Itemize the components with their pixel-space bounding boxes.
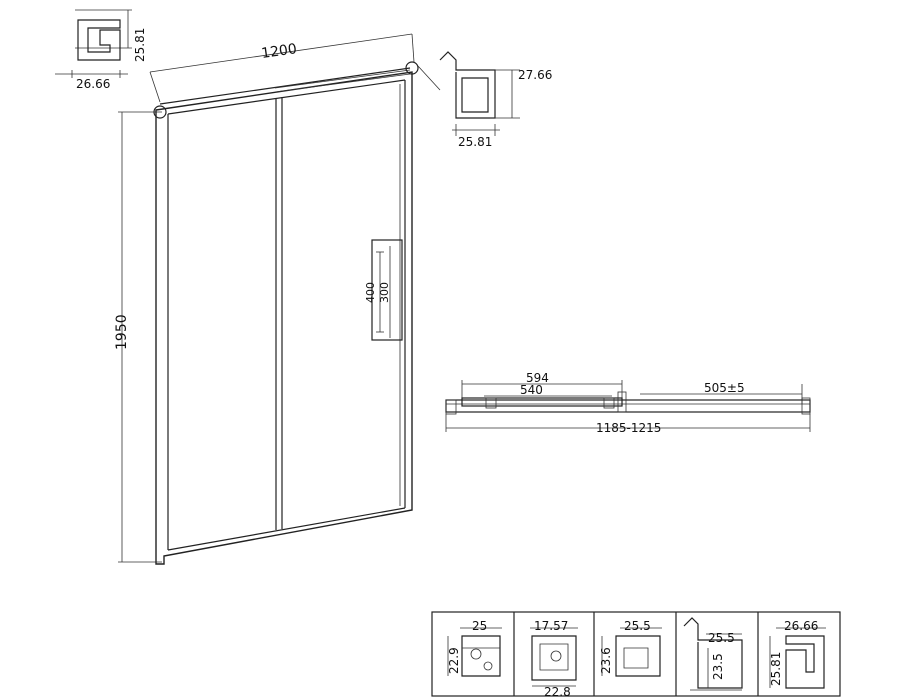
corner-marker-left xyxy=(153,105,167,119)
door-elevation: 1200 1950 400 300 xyxy=(114,33,441,565)
profile-2-top: 17.57 xyxy=(534,619,568,633)
profile-1-width: 25 xyxy=(472,619,487,633)
profile-cell-1: 25 22.9 xyxy=(447,619,502,677)
door-height-label: 1950 xyxy=(114,314,130,350)
top-left-profile-height: 25.81 xyxy=(133,28,147,62)
handle-outer-length: 400 xyxy=(364,282,377,303)
profile-cell-4: 25.5 23.5 xyxy=(683,617,743,691)
profile-cell-5: 26.66 25.81 xyxy=(769,619,826,689)
plan-length-505: 505±5 xyxy=(704,381,745,395)
handle-inner-length: 300 xyxy=(378,282,391,303)
profile-4-height: 23.5 xyxy=(711,653,725,680)
profiles-table: 25 22.9 17.57 22.8 25.5 23.6 xyxy=(431,611,841,699)
profile-4-width: 25.5 xyxy=(708,631,735,645)
profile-2-bottom: 22.8 xyxy=(544,685,571,699)
profile-cell-2: 17.57 22.8 xyxy=(530,619,578,699)
profile-5-width: 26.66 xyxy=(784,619,818,633)
door-width-label: 1200 xyxy=(260,41,298,62)
profile-5-height: 25.81 xyxy=(769,652,783,686)
profile-3-width: 25.5 xyxy=(624,619,651,633)
door-handle xyxy=(371,239,403,341)
corner-marker-right xyxy=(405,61,419,75)
top-right-profile-detail: 27.66 25.81 xyxy=(439,51,552,149)
profile-3-height: 23.6 xyxy=(599,647,613,674)
top-left-profile-detail: 25.81 26.66 xyxy=(55,9,147,91)
top-right-profile-width: 25.81 xyxy=(458,135,492,149)
top-left-profile-width: 26.66 xyxy=(76,77,110,91)
plan-total-length: 1185-1215 xyxy=(596,421,661,435)
plan-length-594: 594 xyxy=(526,371,549,385)
profile-cell-3: 25.5 23.6 xyxy=(599,619,662,677)
top-right-profile-height: 27.66 xyxy=(518,68,552,82)
plan-length-540: 540 xyxy=(520,383,543,397)
plan-view: 594 540 505±5 1185-1215 xyxy=(445,371,811,435)
profile-1-height: 22.9 xyxy=(447,647,461,674)
